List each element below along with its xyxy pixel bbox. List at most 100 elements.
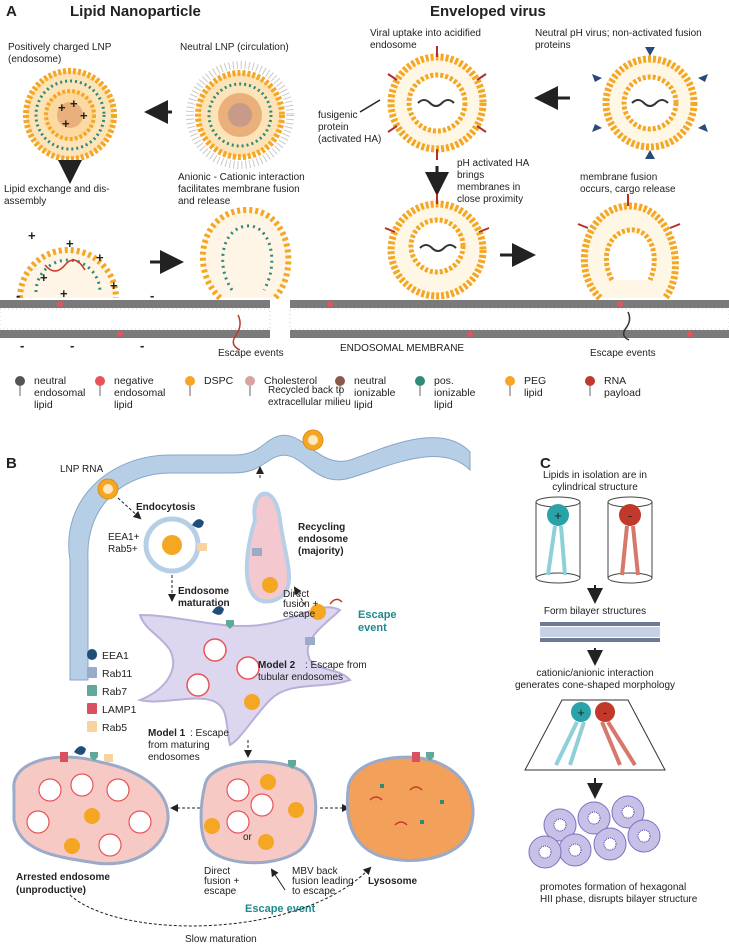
panel-label-b: B bbox=[6, 455, 17, 472]
legend-b-label: Rab7 bbox=[102, 686, 127, 698]
fused-virus bbox=[577, 194, 681, 341]
intraluminal-vesicle bbox=[98, 833, 122, 857]
legend-a-label: payload bbox=[604, 387, 641, 399]
label-eea1-plus: EEA1+ bbox=[108, 532, 140, 543]
caption-neutral-lnp: Neutral LNP (circulation) bbox=[180, 42, 289, 53]
label-arrested-1: Arrested endosome bbox=[16, 872, 110, 883]
label-or: or bbox=[243, 832, 253, 843]
caption-fusigenic-1: fusigenic bbox=[318, 110, 357, 121]
rab5-marker bbox=[197, 543, 207, 551]
lnp-core bbox=[308, 435, 318, 445]
label-escape-event-top-1: Escape bbox=[358, 609, 397, 621]
legend-a-label: negative bbox=[114, 375, 154, 387]
legend-a-icon bbox=[245, 376, 255, 386]
label-direct-fusion-bottom-2: fusion + bbox=[204, 876, 239, 887]
eea1-marker bbox=[74, 746, 86, 755]
legend-b-swatch bbox=[87, 667, 97, 678]
lamp1-marker bbox=[60, 752, 68, 762]
legend-a-label: neutral bbox=[354, 375, 386, 387]
legend-a-label: lipid bbox=[114, 399, 133, 411]
minus-sign: - bbox=[16, 288, 20, 303]
caption-lipid-exchange-1: Lipid exchange and dis- bbox=[4, 184, 110, 195]
rab7-marker bbox=[426, 752, 434, 761]
legend-a-label: ionizable bbox=[434, 387, 476, 399]
plus-sign: + bbox=[577, 705, 585, 720]
intraluminal-vesicle bbox=[250, 793, 274, 817]
label-model1-3: endosomes bbox=[148, 752, 200, 763]
caption-ph-activated-1: pH activated HA bbox=[457, 158, 530, 169]
caption-fusigenic-2: protein bbox=[318, 122, 349, 133]
caption-lnp-rna: LNP RNA bbox=[60, 464, 103, 475]
disassembling-lnp: + + + + + + - - - - - bbox=[16, 228, 154, 353]
label-escape-event-top-2: event bbox=[358, 622, 387, 634]
panel-label-a: A bbox=[6, 3, 17, 20]
caption-cationic-1: cationic/anionic interaction bbox=[536, 668, 653, 679]
bilayer-strip bbox=[540, 622, 660, 642]
rna-payload bbox=[329, 598, 343, 605]
lysosome bbox=[345, 755, 475, 862]
caption-anionic-2: facilitates membrane fusion bbox=[178, 184, 300, 195]
intraluminal-vesicle bbox=[128, 810, 152, 834]
pointer-line bbox=[359, 99, 381, 113]
section-title-lnp: Lipid Nanoparticle bbox=[70, 3, 201, 20]
lnp-particle bbox=[260, 774, 276, 790]
slow-maturation-arrow bbox=[69, 866, 372, 927]
intraluminal-vesicle bbox=[186, 673, 210, 697]
legend-a-icon bbox=[505, 376, 515, 386]
legend-a-icon bbox=[585, 376, 595, 386]
rab7-marker bbox=[226, 620, 234, 629]
plus-sign: + bbox=[58, 100, 66, 115]
cylindrical-lipids: + - bbox=[535, 496, 653, 584]
panel-label-c: C bbox=[540, 455, 551, 472]
eea1-marker bbox=[192, 519, 204, 528]
minus-sign: - bbox=[70, 338, 74, 353]
caption-membrane-fusion-1: membrane fusion bbox=[580, 172, 657, 183]
lnp-particle bbox=[162, 535, 182, 555]
caption-escape-events-right: Escape events bbox=[590, 348, 656, 359]
plus-sign: + bbox=[28, 228, 36, 243]
rab11-marker bbox=[305, 637, 315, 645]
rab11-marker bbox=[252, 548, 262, 556]
caption-ph-activated-4: close proximity bbox=[457, 194, 523, 205]
neutral-lnp bbox=[186, 61, 294, 169]
label-recycling-3: (majority) bbox=[298, 546, 344, 557]
plus-sign: + bbox=[96, 250, 104, 265]
label-endosome-maturation-2: maturation bbox=[178, 598, 230, 609]
intraluminal-vesicle bbox=[203, 638, 227, 662]
cone-shaped-lipids: + - bbox=[524, 699, 666, 771]
intraluminal-vesicle bbox=[226, 810, 250, 834]
lnp-particle bbox=[262, 577, 278, 593]
lnp-particle bbox=[84, 808, 100, 824]
label-model2-title: Model 2 bbox=[258, 660, 296, 671]
caption-membrane-fusion-2: occurs, cargo release bbox=[580, 184, 676, 195]
caption-bilayer: Form bilayer structures bbox=[544, 606, 646, 617]
minus-sign: - bbox=[603, 705, 607, 720]
legend-a-label: lipid bbox=[354, 399, 373, 411]
lnp-particle bbox=[310, 604, 326, 620]
caption-escape-events-left: Escape events bbox=[218, 348, 284, 359]
label-endosome-maturation-1: Endosome bbox=[178, 586, 230, 597]
intraluminal-vesicle bbox=[38, 778, 62, 802]
minus-sign: - bbox=[628, 508, 632, 523]
section-title-virus: Enveloped virus bbox=[430, 3, 546, 20]
legend-a-label: pos. bbox=[434, 375, 454, 387]
caption-viral-uptake-2: endosome bbox=[370, 40, 417, 51]
label-model1-2: from maturing bbox=[148, 740, 210, 751]
legend-a-label: endosomal bbox=[114, 387, 165, 399]
legend-b-label: Rab5 bbox=[102, 722, 127, 734]
rab7-marker bbox=[90, 752, 98, 761]
legend-b-label: Rab11 bbox=[102, 668, 132, 680]
caption-positive-lnp-2: (endosome) bbox=[8, 54, 61, 65]
legend-a: neutralendosomallipidnegativeendosomalli… bbox=[15, 375, 641, 411]
label-model1-1: : Escape bbox=[190, 728, 229, 739]
label-model1-title: Model 1 bbox=[148, 728, 186, 739]
label-mbv-2: fusion leading bbox=[292, 876, 354, 887]
docked-virus bbox=[384, 194, 490, 300]
label-mbv-1: MBV back bbox=[292, 866, 339, 877]
legend-a-label: Cholesterol bbox=[264, 375, 317, 387]
caption-cationic-2: generates cone-shaped morphology bbox=[515, 680, 675, 691]
caption-positive-lnp-1: Positively charged LNP bbox=[8, 42, 112, 53]
intraluminal-vesicle bbox=[26, 810, 50, 834]
legend-a-icon bbox=[335, 376, 345, 386]
